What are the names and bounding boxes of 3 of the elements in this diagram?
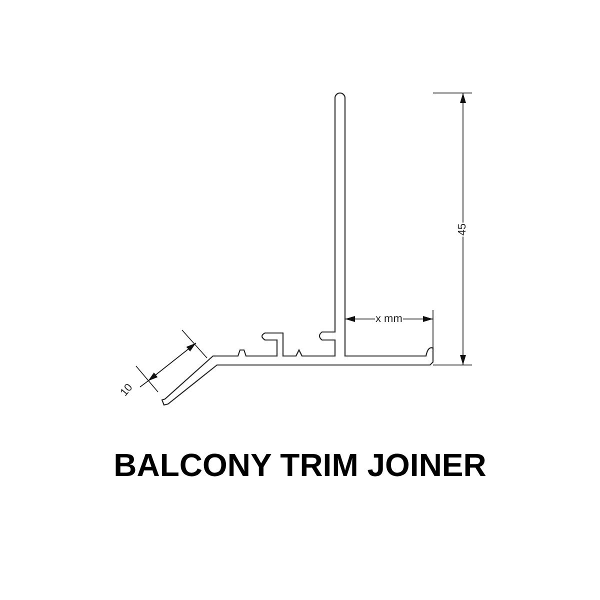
diagram-title: BALCONY TRIM JOINER [114,447,486,484]
dimension-label: 45 [458,222,469,236]
dimension-label: x mm [374,314,404,324]
